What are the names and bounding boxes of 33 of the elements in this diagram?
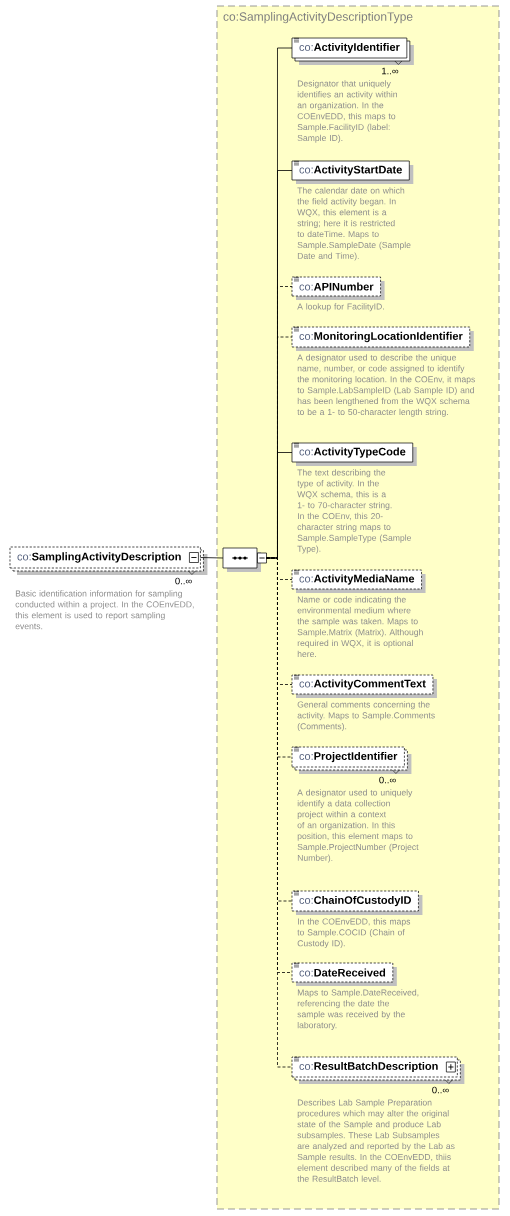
cardinality-label: 1..∞ [382, 67, 399, 75]
description-text: Describes Lab Sample Preparation procedures which may alter the original state of the Sample and produce Lab subsamples. These Lab Subsamples are analyzed and reported by the Lab as Sample results. In the COEnvEDD, thiis element described many of the fields at the ResultBatch level. [297, 1099, 455, 1182]
element-box: co:DateReceived [291, 962, 397, 986]
description-text: The calendar date on which the field activity began. In WQX, this element is a string; here it is restricted to dateTime. Maps to Sample.SampleDate (Sample Date and Time). [297, 187, 411, 261]
description-text: Basic identification information for sampling conducted within a project. In the COEnvEDD, this element is used to report sampling events. [15, 590, 194, 630]
element-box: co:ProjectIdentifier [291, 746, 412, 774]
cardinality-label: 0..∞ [432, 1086, 449, 1094]
type-container [216, 5, 500, 1210]
element-box: co:ActivityCommentText [291, 674, 437, 698]
element-box: co:ActivityTypeCode [291, 442, 417, 466]
element-box: co:ResultBatchDescription [291, 1056, 465, 1084]
description-text: Maps to Sample.DateReceived, referencing the date the sample was received by the laboratory. [297, 989, 419, 1030]
connector-line [266, 452, 293, 559]
element-box: co:SamplingActivityDescription [9, 546, 208, 575]
description-text: A designator used to describe the unique name, number, or code assigned to identify the monitoring location. In the COEnv, it maps to Sample.LabSampleID (Lab Sample ID) and has been lengthened from the WQX schema to be a 1- to 50-character length string. [297, 354, 475, 417]
cardinality-label: 0..∞ [379, 776, 396, 784]
element-box: co:MonitoringLocationIdentifier [291, 326, 474, 351]
element-box: co:ActivityStartDate [291, 160, 414, 184]
description-text: General comments concerning the activity. Maps to Sample.Comments (Comments). [297, 701, 435, 731]
connector-line [200, 557, 224, 559]
description-text: Name or code indicating the environmental medium where the sample was taken. Maps to Sample.Matrix (Matrix). Although required in WQX, it is optional here. [297, 596, 423, 657]
type-heading: co:SamplingActivityDescriptionType [223, 12, 413, 24]
description-text: A designator used to uniquely identify a data collection project within a context of an organization. In this position, this element maps to Sample.ProjectNumber (Project Number). [297, 789, 419, 863]
cardinality-label: 0..∞ [175, 577, 192, 585]
element-box: co:ChainOfCustodyID [291, 890, 423, 915]
element-box: co:ActivityMediaName [291, 569, 426, 593]
element-box: co:APINumber [291, 276, 385, 300]
element-box: co:ActivityIdentifier [291, 37, 414, 65]
description-text: A lookup for FacilityID. [297, 303, 384, 312]
connector-line [266, 557, 293, 1068]
description-text: Designator that uniquely identifies an activity within an organization. In the COEnvEDD, this maps to Sample.FacilityID (label: Sample ID). [297, 80, 397, 143]
description-text: The text describing the type of activity. In the WQX schema, this is a 1- to 70-character string. In the COEnv, this 20-character string maps to Sample.SampleType (Sample Type). [297, 469, 412, 554]
description-text: In the COEnvEDD, this maps to Sample.COCID (Chain of Custody ID). [297, 918, 411, 949]
